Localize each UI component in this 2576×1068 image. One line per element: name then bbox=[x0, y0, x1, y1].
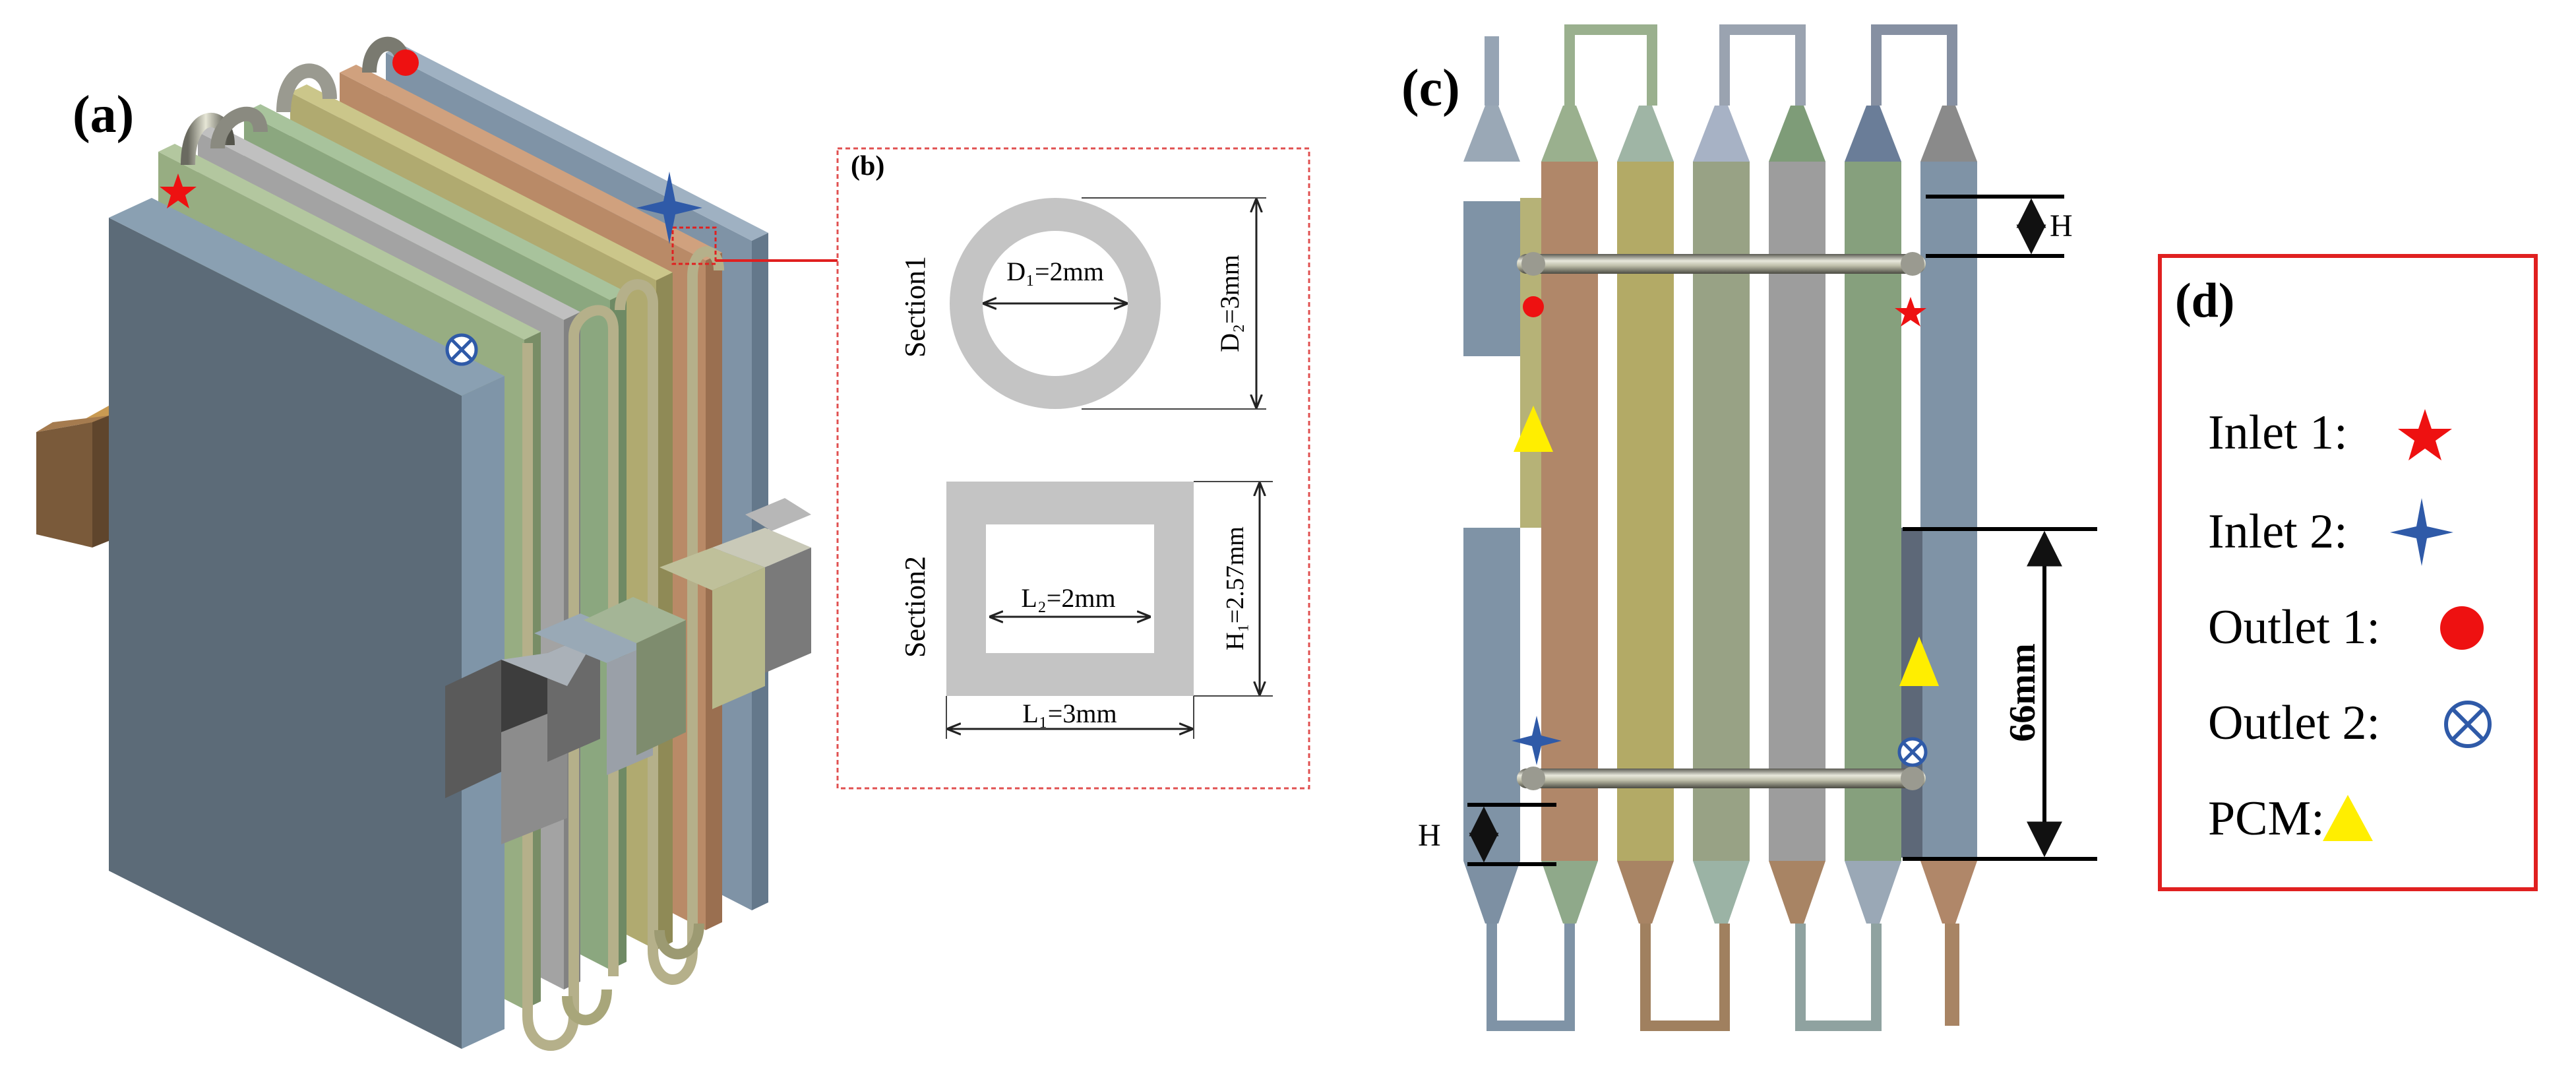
top-tube-end-right bbox=[1901, 252, 1924, 276]
section2-title: Section2 bbox=[899, 556, 931, 658]
top-horizontal-tube bbox=[1517, 254, 1926, 274]
panel-b: (b) Section1 D₁=2mm D₂=3mm Section2 L₂=2… bbox=[836, 147, 1310, 790]
pcm-left-block bbox=[1520, 198, 1541, 528]
red-dot-marker-c bbox=[1523, 296, 1544, 317]
panel-d-legend: (d) Inlet 1: Inlet 2: Outlet 1: Outlet 2… bbox=[2158, 254, 2538, 891]
section1-title: Section1 bbox=[899, 256, 931, 358]
pcm-triangle-right bbox=[1899, 637, 1939, 686]
pcm-right-block bbox=[1901, 528, 1922, 858]
legend-outlet-1-text: Outlet 1: bbox=[2208, 600, 2380, 654]
circled-x-marker-c bbox=[1897, 737, 1928, 767]
top-loops bbox=[1485, 24, 1957, 106]
red-star-marker-a bbox=[160, 173, 197, 208]
gap-top-left bbox=[1463, 162, 1520, 201]
blue-star-marker-a bbox=[636, 172, 702, 244]
red-dot-marker-a bbox=[392, 49, 419, 76]
gap-mid-left bbox=[1463, 356, 1520, 528]
d1-label: D₁=2mm bbox=[1006, 257, 1104, 286]
bottom-loops bbox=[1487, 924, 1959, 1031]
h-top-label: H bbox=[2050, 208, 2073, 243]
panel-a-label: (a) bbox=[73, 86, 134, 144]
section2-inner bbox=[986, 524, 1154, 653]
side-u-tubes bbox=[522, 246, 724, 1051]
blue-star-marker-c bbox=[1512, 716, 1562, 765]
circled-x-marker-a bbox=[445, 333, 478, 366]
panel-a: (a) bbox=[36, 36, 838, 1051]
legend-red-star-icon bbox=[2398, 409, 2452, 460]
h1-label: H₁=2.57mm bbox=[1221, 526, 1249, 650]
l2-label: L₂=2mm bbox=[1021, 583, 1115, 613]
top-tube-end-left bbox=[1521, 252, 1545, 276]
d2-label: D₂=3mm bbox=[1215, 255, 1244, 352]
panel-c: (c) bbox=[1401, 24, 2097, 1031]
h-bottom-label: H bbox=[1418, 818, 1441, 853]
length-label: 66mm bbox=[2002, 643, 2043, 741]
legend-red-dot-icon bbox=[2440, 606, 2484, 650]
legend-yellow-triangle-icon bbox=[2323, 795, 2373, 841]
red-star-marker-c bbox=[1895, 297, 1926, 327]
strips bbox=[1463, 106, 1977, 924]
legend-frame bbox=[2158, 254, 2538, 891]
bottom-tube-end-left bbox=[1521, 767, 1545, 790]
callout-box bbox=[671, 226, 717, 265]
pcm-triangle-left bbox=[1514, 406, 1553, 452]
legend-inlet-1-text: Inlet 1: bbox=[2208, 406, 2348, 460]
panel-c-label: (c) bbox=[1401, 59, 1460, 117]
legend-circled-x-icon bbox=[2444, 701, 2492, 748]
l1-label: L₁=3mm bbox=[1022, 699, 1117, 728]
legend-pcm-text: PCM: bbox=[2208, 792, 2325, 846]
bottom-horizontal-tube bbox=[1517, 769, 1926, 788]
bottom-tube-end-right bbox=[1901, 767, 1924, 790]
panel-d-label: (d) bbox=[2175, 274, 2234, 328]
panel-b-label: (b) bbox=[851, 151, 884, 181]
legend-outlet-2-text: Outlet 2: bbox=[2208, 696, 2380, 750]
legend-blue-star-icon bbox=[2390, 498, 2453, 566]
legend-inlet-2-text: Inlet 2: bbox=[2208, 505, 2348, 559]
right-tabs bbox=[445, 498, 811, 844]
